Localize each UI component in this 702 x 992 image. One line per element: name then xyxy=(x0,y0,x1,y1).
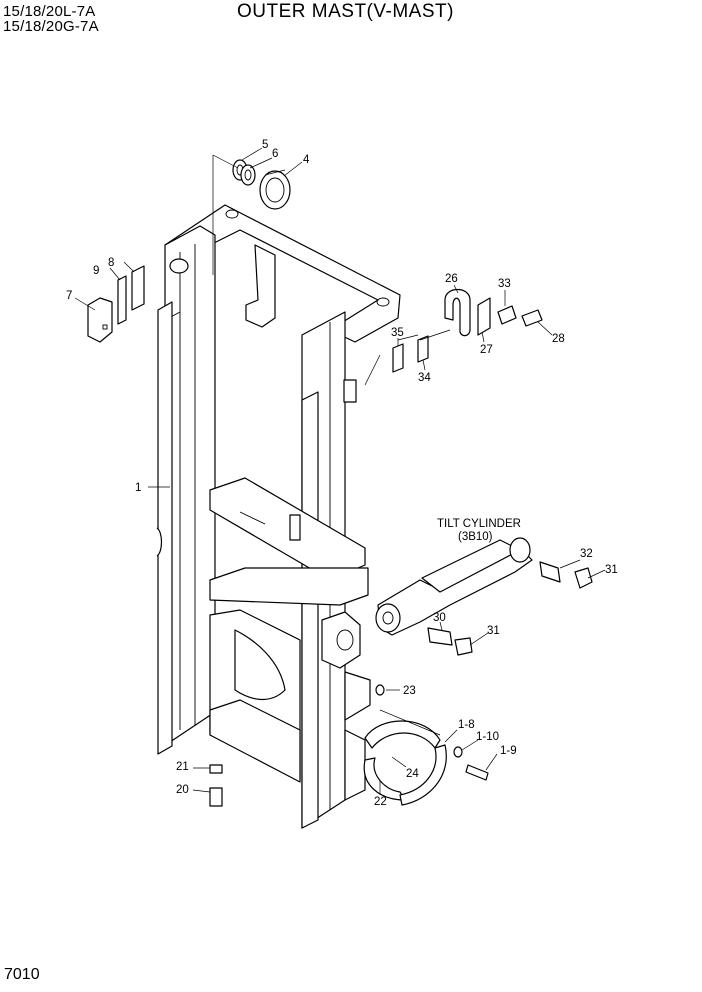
model-label-1: 15/18/20L-7A xyxy=(3,3,96,20)
leader-lines xyxy=(74,147,606,795)
callout-21: 21 xyxy=(176,761,189,773)
callout-30: 30 xyxy=(433,612,446,624)
callout-31a: 31 xyxy=(487,625,500,637)
callout-1-9: 1-9 xyxy=(500,745,517,757)
bushing-parts xyxy=(209,684,489,807)
bearing-part xyxy=(259,169,291,210)
callout-32: 32 xyxy=(580,548,593,560)
callout-7: 7 xyxy=(66,290,72,302)
callout-5: 5 xyxy=(262,139,268,151)
callout-24: 24 xyxy=(406,768,419,780)
callout-20: 20 xyxy=(176,784,189,796)
callout-labels: 1 4 5 6 7 8 9 20 21 22 23 24 26 27 28 30… xyxy=(66,139,618,808)
callout-33: 33 xyxy=(498,278,511,290)
clamp-parts xyxy=(392,288,543,373)
tilt-cylinder-ref: (3B10) xyxy=(458,531,493,543)
page-number: 7010 xyxy=(4,966,40,983)
callout-6: 6 xyxy=(272,148,278,160)
callout-22: 22 xyxy=(374,796,387,808)
callout-26: 26 xyxy=(445,273,458,285)
callout-34: 34 xyxy=(418,372,431,384)
outer-mast xyxy=(156,204,401,829)
callout-35: 35 xyxy=(391,327,404,339)
callout-8: 8 xyxy=(108,257,114,269)
callout-31b: 31 xyxy=(605,564,618,576)
callout-4: 4 xyxy=(303,154,310,166)
page-title: OUTER MAST(V-MAST) xyxy=(237,1,454,22)
tilt-cylinder xyxy=(375,537,593,656)
callout-28: 28 xyxy=(552,333,565,345)
washer-parts xyxy=(232,159,256,186)
tilt-cylinder-label: TILT CYLINDER xyxy=(437,518,521,530)
callout-1-8: 1-8 xyxy=(458,719,475,731)
pad-parts xyxy=(87,265,145,343)
callout-23: 23 xyxy=(403,685,416,697)
model-label-2: 15/18/20G-7A xyxy=(3,18,99,35)
callout-1-10: 1-10 xyxy=(476,731,499,743)
callout-27: 27 xyxy=(480,344,493,356)
callout-1: 1 xyxy=(135,482,141,494)
callout-9: 9 xyxy=(93,265,99,277)
